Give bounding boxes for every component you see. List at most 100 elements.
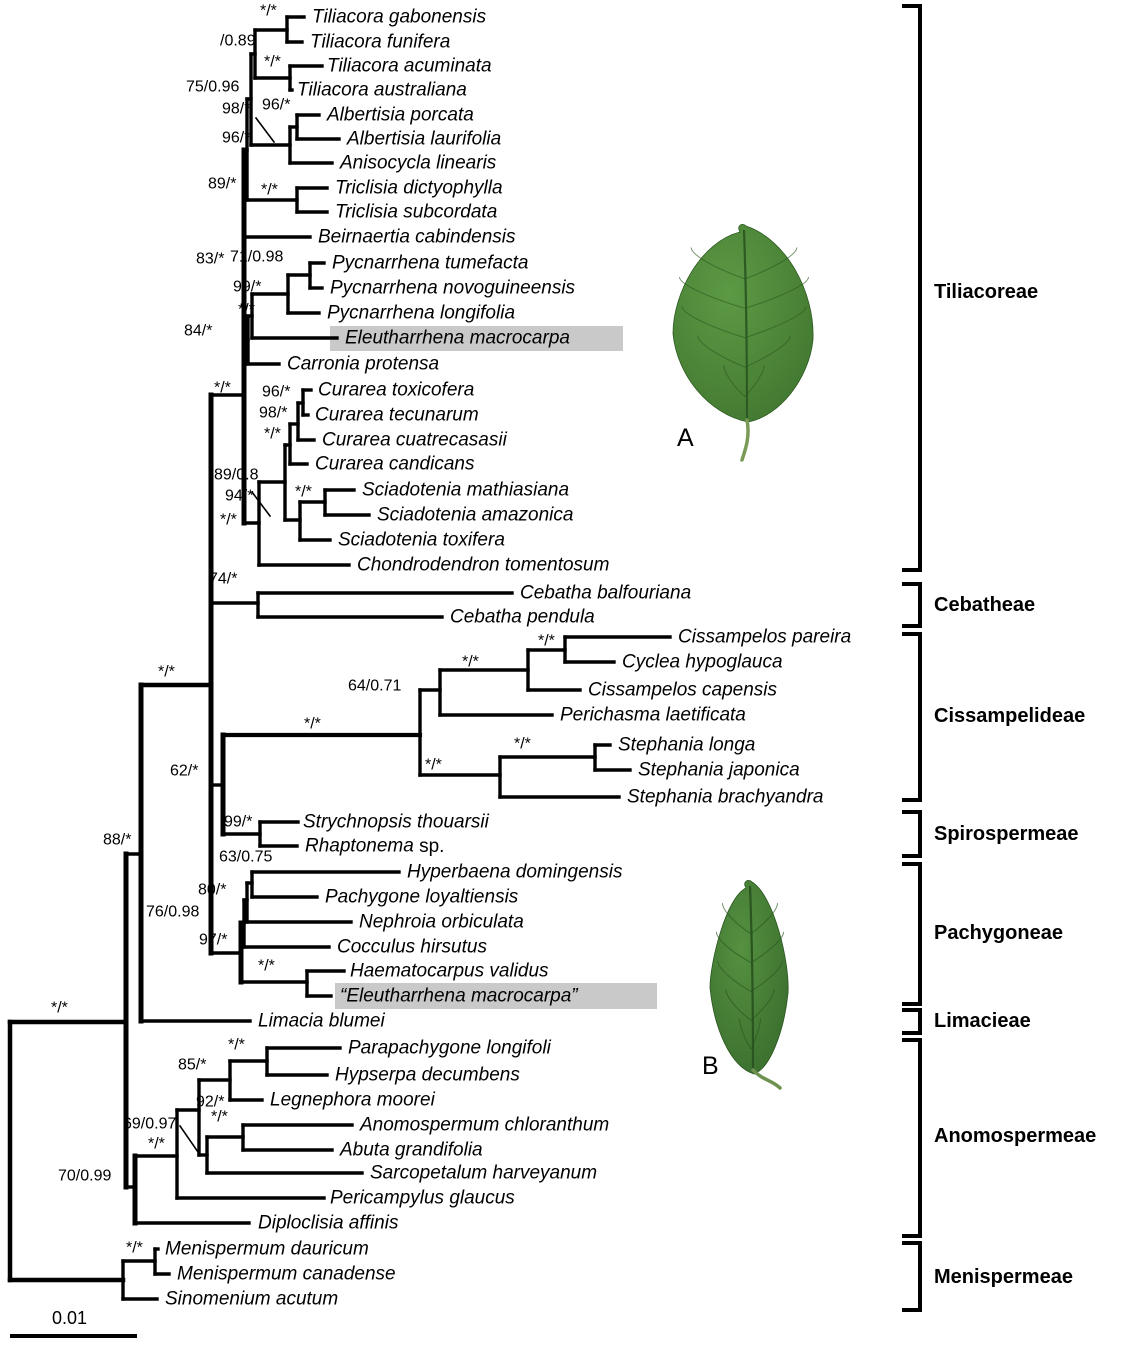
leaf-vein	[750, 989, 775, 1021]
taxon-label: Curarea cuatrecasasii	[322, 430, 508, 451]
support-value: 99/*	[233, 279, 261, 296]
leaf-blade	[709, 880, 789, 1075]
taxon-label: Beirnaertia cabindensis	[318, 227, 516, 248]
support-value: 76/0.98	[146, 904, 199, 921]
taxon-label: Perichasma laetificata	[560, 705, 746, 726]
taxon-label: Sciadotenia amazonica	[377, 505, 573, 526]
tribe-bracket	[902, 810, 922, 858]
leaf-vein	[744, 335, 791, 368]
tribe-label: Cissampelideae	[934, 705, 1085, 727]
support-value: 94/*	[225, 488, 253, 505]
taxon-label: Anomospermum chloranthum	[359, 1115, 609, 1136]
leaf-vein	[717, 960, 752, 992]
support-value: */*	[258, 958, 275, 975]
taxon-label: Menispermum canadense	[177, 1264, 396, 1285]
support-value: 99/*	[224, 814, 252, 831]
taxon-label: Triclisia subcordata	[335, 202, 497, 223]
taxon-label: Menispermum dauricum	[165, 1239, 369, 1260]
support-value: 84/*	[184, 323, 212, 340]
leaf-vein	[744, 365, 765, 397]
taxon-label: Parapachygone longifoli	[348, 1038, 552, 1059]
taxon-label: Stephania brachyandra	[627, 787, 823, 808]
support-value: 89/*	[208, 176, 236, 193]
leaf-vein	[750, 960, 783, 992]
tree-branches	[7, 15, 672, 1301]
tribe-label: Anomospermeae	[934, 1125, 1096, 1147]
support-value: */*	[51, 1000, 68, 1017]
taxon-label: Albertisia laurifolia	[346, 129, 501, 150]
taxon-label: Carronia protensa	[287, 354, 439, 375]
leaf-blade	[672, 224, 814, 423]
support-value: 83/*	[196, 251, 224, 268]
support-value: 85/*	[178, 1057, 206, 1074]
taxon-label: Anisocycla linearis	[339, 153, 497, 174]
support-value: 92/*	[196, 1094, 224, 1111]
support-value: 96/*	[262, 97, 290, 114]
tribe-label: Menispermeae	[934, 1266, 1073, 1288]
support-value: */*	[214, 380, 231, 397]
leaf-photo-a: A	[672, 224, 814, 462]
taxon-label: Abuta grandifolia	[339, 1140, 483, 1161]
support-pointer-line	[254, 116, 276, 144]
support-value: /0.89	[220, 33, 256, 50]
tribe-label: Tiliacoreae	[934, 281, 1038, 303]
leaf-vein	[750, 1018, 762, 1050]
leaf-vein	[750, 903, 779, 935]
taxon-label: Pycnarrhena tumefacta	[332, 253, 528, 274]
taxon-label: Tiliacora acuminata	[327, 56, 492, 77]
support-value: */*	[304, 716, 321, 733]
support-value: */*	[425, 757, 442, 774]
support-value: 63/0.75	[219, 849, 272, 866]
taxon-highlight	[335, 983, 657, 1009]
leaf-vein	[744, 276, 810, 309]
tribe-bracket	[902, 862, 922, 1006]
taxon-label: Haematocarpus validus	[350, 961, 549, 982]
taxon-label: Albertisia porcata	[326, 105, 474, 126]
leaf-vein	[715, 931, 752, 964]
support-value: */*	[462, 654, 479, 671]
support-value: 96/*	[222, 130, 250, 147]
support-value: */*	[264, 426, 281, 443]
tribe-label: Pachygoneae	[934, 922, 1063, 944]
taxon-label: Sarcopetalum harveyanum	[370, 1163, 597, 1184]
leaf-vein	[744, 247, 798, 280]
leaf-petiole	[751, 1068, 782, 1090]
tribe-label: Limacieae	[934, 1010, 1031, 1032]
taxon-label: Limacia blumei	[258, 1011, 385, 1032]
tribe-bracket	[902, 1008, 922, 1035]
leaf-vein	[678, 276, 746, 309]
support-value: 96/*	[262, 384, 290, 401]
taxon-label: Stephania longa	[618, 735, 755, 756]
support-value: */*	[264, 54, 281, 71]
leaf-photo-b: B	[702, 880, 789, 1090]
taxon-label: Cissampelos capensis	[588, 680, 778, 701]
support-value: */*	[148, 1136, 165, 1153]
leaf-vein	[721, 903, 752, 935]
taxon-label: Curarea candicans	[315, 454, 475, 475]
taxon-label: Cebatha pendula	[450, 607, 595, 628]
support-value: */*	[295, 484, 312, 501]
support-value: */*	[211, 1109, 228, 1126]
taxon-label: Stephania japonica	[638, 760, 800, 781]
taxon-label: Rhaptonema sp.	[305, 836, 444, 857]
support-value: */*	[238, 302, 255, 319]
leaf-vein	[738, 1018, 752, 1050]
support-value: 88/*	[103, 832, 131, 849]
taxon-label: Curarea tecunarum	[315, 405, 479, 426]
support-value: 89/0.8	[214, 467, 259, 484]
leaf-vein	[725, 989, 752, 1021]
support-value: 75/0.96	[186, 79, 239, 96]
taxon-label: “Eleutharrhena macrocarpa”	[340, 986, 579, 1007]
tribe-bracket	[902, 582, 922, 628]
taxon-label: Chondrodendron tomentosum	[357, 555, 609, 576]
support-value: 74/*	[209, 571, 237, 588]
support-value: 62/*	[170, 763, 198, 780]
support-value: 70/0.99	[58, 1168, 111, 1185]
support-pointer-line	[250, 490, 272, 518]
support-value: */*	[158, 664, 175, 681]
support-value: 97/*	[199, 932, 227, 949]
support-value: */*	[220, 512, 237, 529]
taxon-label: Cissampelos pareira	[678, 627, 851, 648]
taxon-label: Pycnarrhena novoguineensis	[330, 278, 576, 299]
